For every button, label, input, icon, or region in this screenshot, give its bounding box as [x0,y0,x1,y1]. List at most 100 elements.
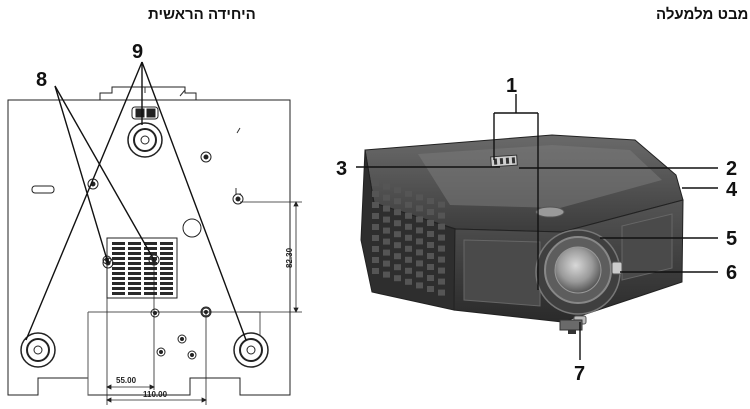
vent-slat [128,272,141,275]
side-vent-slot [438,234,445,241]
vent-slat [128,262,141,265]
side-vent-slot [383,249,390,256]
dim-82: 82.30 [285,247,294,268]
vent-slat [112,277,125,280]
vent-slat [144,272,157,275]
side-vent-slot [394,275,401,282]
side-vent-slot [438,212,445,219]
side-vent-slot [438,223,445,230]
side-vent-slot [416,249,423,256]
vent-slat [144,267,157,270]
side-vent-slot [394,253,401,260]
side-vent-slot [427,253,434,259]
dim-55: 55.00 [116,376,137,385]
side-vent-slot [383,238,390,245]
ir-receiver-top [490,154,518,168]
side-vent-slot [416,216,423,223]
side-vent-slot [405,245,412,252]
vent-slat [160,282,173,285]
side-vent-slot [405,234,412,241]
side-vent-slot [416,271,423,278]
vent-slat [112,257,125,260]
top-view-heading: מבט מלמעלה [656,6,749,23]
bottom-vent-grille [106,237,178,299]
foot-bottom-left [20,332,56,368]
side-vent-slot [416,238,423,245]
side-vent-slot [405,201,412,208]
side-vent-slot [383,205,390,212]
side-vent-slot [372,191,379,197]
dim-110: 110.00 [143,390,168,399]
vent-slat [160,272,173,275]
zoom-tab [611,261,623,275]
side-vent-slot [372,235,379,241]
left-slot [31,185,55,194]
callout-4: 4 [726,179,738,201]
side-vent-slot [427,231,434,237]
bottom-view [7,86,291,396]
vent-slat [160,252,173,255]
callout-6: 6 [726,262,737,284]
callout-7: 7 [574,363,585,385]
side-vent-slot [394,242,401,249]
bottom-view-heading: היחידה הראשית [148,6,256,23]
vent-slat [144,292,157,295]
side-vent-slot [372,213,379,219]
vent-slat [112,262,125,265]
vent-slat [128,252,141,255]
vent-slat [144,287,157,290]
side-vent-slot [394,198,401,205]
side-vent-slot [438,278,445,285]
vent-slat [144,277,157,280]
vent-slat [160,242,173,245]
vent-slat [128,282,141,285]
side-vent-slot [372,224,379,230]
side-vent-slot [416,205,423,212]
side-vent-slot [383,227,390,234]
vent-slat [128,242,141,245]
side-vent-slot [372,246,379,252]
side-vent-slot [383,260,390,267]
callout-2: 2 [726,158,737,180]
dell-logo [535,206,565,218]
side-vent-slot [427,264,434,270]
callout-9: 9 [132,41,143,63]
callout-1: 1 [506,75,517,97]
vent-slat [128,247,141,250]
side-vent-slot [427,286,434,292]
side-vent-slot [438,256,445,263]
corner-marks [144,87,241,195]
side-vent-slot [383,194,390,201]
vent-slat [160,292,173,295]
callout-lines-top [356,94,718,360]
side-vent-slot [394,220,401,227]
foot-top [127,106,163,158]
vent-slat [160,277,173,280]
vent-slat [112,292,125,295]
side-vent-slot [372,180,379,186]
side-vent-slot [372,257,379,263]
side-vent-slot [405,190,412,197]
side-vent-slot [416,227,423,234]
vent-slat [144,257,157,260]
front-foot [559,319,583,331]
vent-slat [112,282,125,285]
lens [554,246,602,294]
vent-slat [160,247,173,250]
callout-5: 5 [726,228,737,250]
vent-slat [160,257,173,260]
vent-slat [112,247,125,250]
vent-slat [112,267,125,270]
side-vent-slot [394,231,401,238]
side-vent-slot [405,256,412,263]
side-vent-slot [394,264,401,271]
side-vent-slot [438,245,445,252]
side-vent-slot [427,209,434,215]
bottom-round-cover [182,218,202,238]
side-vent-slot [405,278,412,285]
projector-top-view [360,134,684,334]
side-vent-slot [383,216,390,223]
top-rear-bump [99,86,197,100]
vent-slat [160,267,173,270]
side-vent-slot [405,267,412,274]
